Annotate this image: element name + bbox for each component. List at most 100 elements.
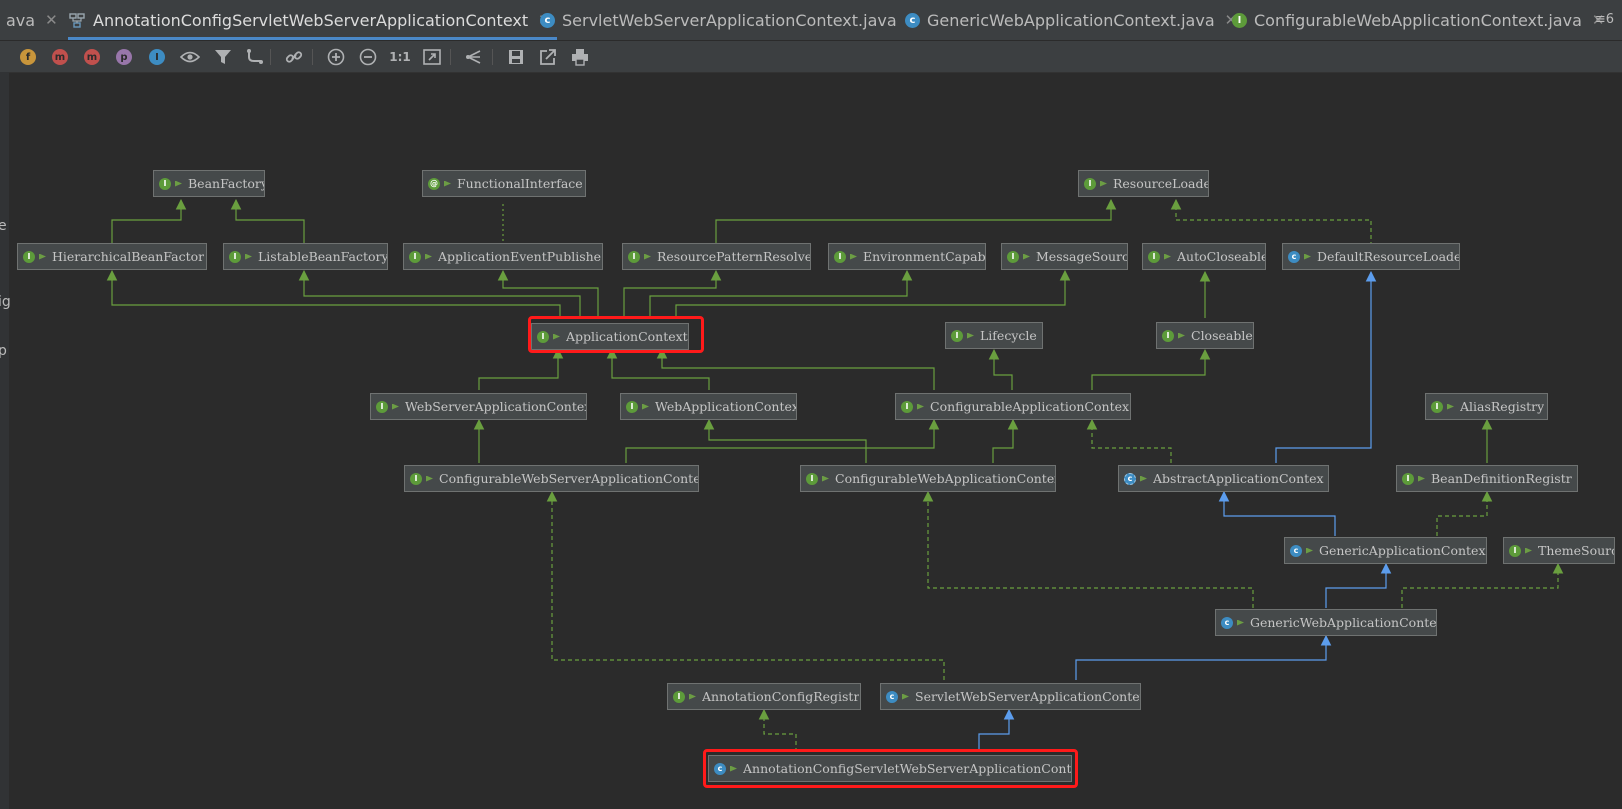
public-visibility-icon <box>1178 332 1185 339</box>
public-visibility-icon <box>642 403 649 410</box>
interface-icon: I <box>834 250 846 263</box>
edge <box>1218 490 1336 536</box>
close-icon[interactable]: ✕ <box>45 11 58 29</box>
tab-label: ava <box>6 10 36 30</box>
class-icon: c <box>1221 616 1233 629</box>
close-icon[interactable]: ✕ <box>1591 11 1605 29</box>
interface-icon: I <box>628 250 640 263</box>
actual-size-icon[interactable]: 1:1 <box>389 50 411 64</box>
edge <box>1401 562 1564 608</box>
public-visibility-icon <box>444 180 451 187</box>
constructors-filter-icon[interactable]: m <box>49 46 71 68</box>
layout-icon[interactable] <box>463 46 485 68</box>
interface-icon: I <box>1402 472 1414 485</box>
public-visibility-icon <box>1418 475 1425 482</box>
route-edges-icon[interactable] <box>244 46 266 68</box>
edge <box>623 269 722 318</box>
edge <box>1086 418 1172 463</box>
public-visibility-icon <box>902 693 909 700</box>
link-icon[interactable] <box>283 46 305 68</box>
edge <box>546 490 945 680</box>
edge <box>649 269 913 318</box>
tab-ava[interactable]: ava ✕ <box>6 0 58 40</box>
tab-configurable-web-app-context[interactable]: I ConfigurableWebApplicationContext.java… <box>1232 0 1604 40</box>
interface-icon: I <box>951 329 963 342</box>
edge <box>478 347 564 390</box>
interface-icon: I <box>901 400 913 413</box>
interface-icon: I <box>410 472 422 485</box>
inner-classes-filter-icon[interactable]: I <box>146 46 168 68</box>
public-visibility-icon <box>1164 253 1171 260</box>
interface-icon: I <box>806 472 818 485</box>
edge <box>1075 634 1332 680</box>
export-icon[interactable] <box>537 46 559 68</box>
edge <box>497 269 599 318</box>
interface-icon: I <box>159 177 171 190</box>
edge <box>992 418 1019 463</box>
edge <box>978 708 1015 752</box>
public-visibility-icon <box>1023 253 1030 260</box>
filter-icon[interactable] <box>212 46 234 68</box>
node-functional-interface[interactable]: @FunctionalInterface <box>422 170 586 197</box>
print-icon[interactable] <box>569 46 591 68</box>
public-visibility-icon <box>1237 619 1244 626</box>
zoom-in-icon[interactable] <box>325 46 347 68</box>
public-visibility-icon <box>850 253 857 260</box>
edge <box>625 418 940 463</box>
node-theme-source[interactable]: IThemeSource <box>1503 537 1615 564</box>
gutter-text: p <box>0 343 7 359</box>
interface-icon: I <box>1007 250 1019 263</box>
zoom-out-icon[interactable] <box>357 46 379 68</box>
methods-filter-icon[interactable]: m <box>81 46 103 68</box>
interface-icon: I <box>1509 544 1521 557</box>
tab-label: AnnotationConfigServletWebServerApplicat… <box>93 10 529 30</box>
interface-icon: I <box>1148 250 1160 263</box>
interface-icon: I <box>1232 12 1247 28</box>
public-visibility-icon <box>1447 403 1454 410</box>
save-icon[interactable] <box>505 46 527 68</box>
interface-icon: I <box>673 690 685 703</box>
properties-filter-icon[interactable]: p <box>113 46 135 68</box>
public-visibility-icon <box>917 403 924 410</box>
tab-overflow-button[interactable]: ≡6 <box>1594 12 1614 27</box>
toolbar-separator <box>312 49 313 65</box>
interface-icon: I <box>626 400 638 413</box>
edge <box>656 347 935 390</box>
toolbar-separator <box>270 49 271 65</box>
active-tab-indicator <box>68 37 557 40</box>
interface-icon: I <box>537 330 549 343</box>
fields-filter-icon[interactable]: f <box>17 46 39 68</box>
visibility-eye-icon[interactable] <box>179 46 201 68</box>
public-visibility-icon <box>425 253 432 260</box>
fit-content-icon[interactable] <box>421 46 443 68</box>
gutter-text: e <box>0 218 7 234</box>
